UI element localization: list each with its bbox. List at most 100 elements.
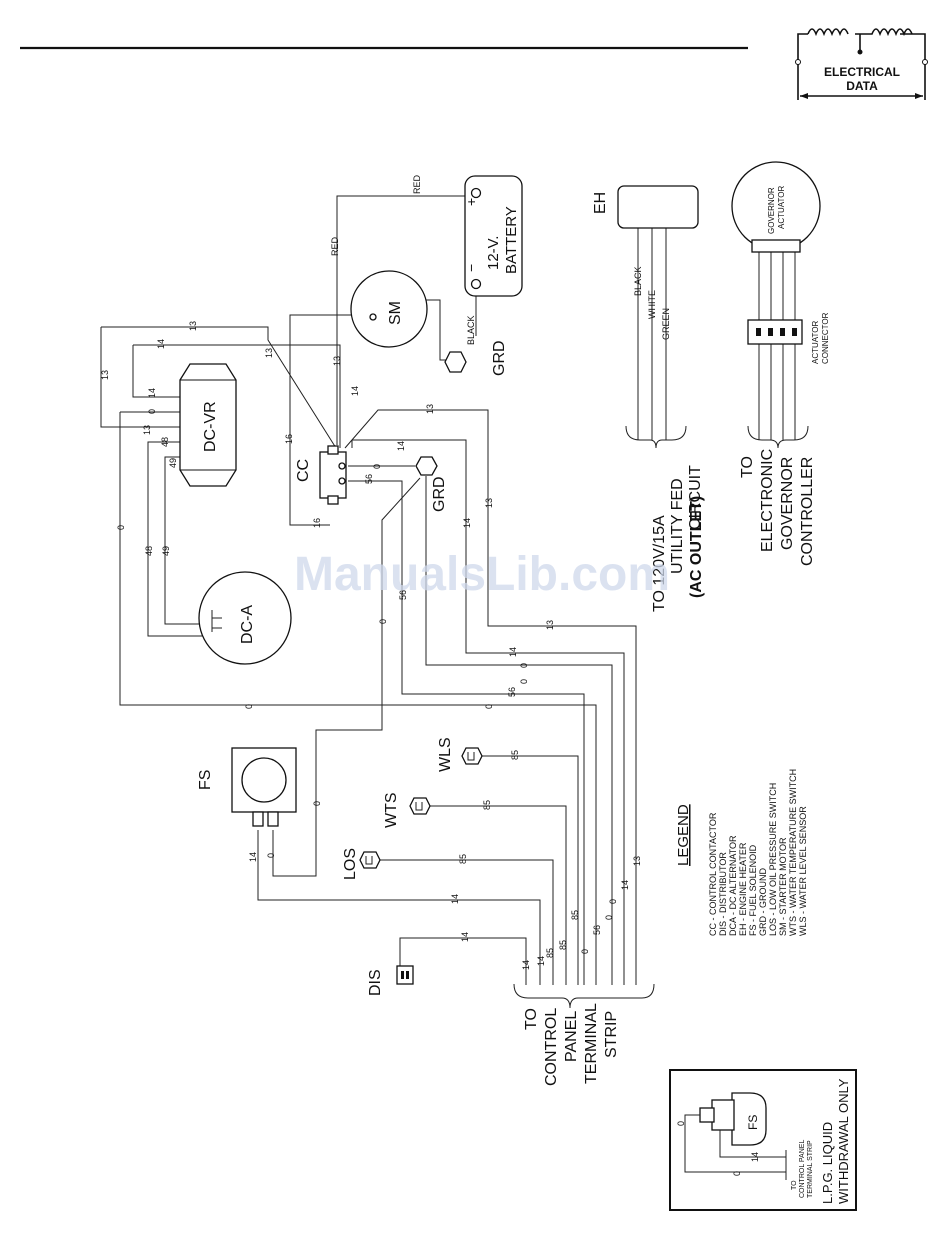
svg-text:0: 0 xyxy=(244,704,254,709)
legend-title: LEGEND xyxy=(675,804,692,866)
wires xyxy=(100,195,796,985)
legend-item-3: EH - ENGINE HEATER xyxy=(738,842,748,936)
svg-text:56: 56 xyxy=(364,474,374,484)
dis-label: DIS xyxy=(367,969,384,996)
svg-text:0: 0 xyxy=(312,801,322,806)
svg-text:14: 14 xyxy=(156,339,166,349)
svg-text:14: 14 xyxy=(147,388,157,398)
svg-text:85: 85 xyxy=(482,800,492,810)
terminal-dest-2: CONTROL xyxy=(543,1008,560,1086)
svg-text:BLACK: BLACK xyxy=(633,266,643,296)
battery-plus: + xyxy=(463,198,479,206)
legend-item-6: LOS - LOW OIL PRESSURE SWITCH xyxy=(768,783,778,936)
cc-grd-label: GRD xyxy=(431,476,448,512)
svg-text:16: 16 xyxy=(312,518,322,528)
svg-text:13: 13 xyxy=(264,348,274,358)
battery: + − 12-V. BATTERY xyxy=(463,175,523,297)
outlet-destination: TO 120V/15A UTILITY FED CIRCUIT (AC OUTL… xyxy=(651,465,705,612)
dc-vr-label: DC-VR xyxy=(202,401,219,452)
svg-text:14: 14 xyxy=(460,932,470,942)
outlet-line-3: CIRCUIT xyxy=(687,465,704,530)
svg-text:14: 14 xyxy=(521,960,531,970)
control-contactor: CC xyxy=(295,445,347,505)
svg-text:85: 85 xyxy=(570,910,580,920)
legend-item-7: SM - STARTER MOTOR xyxy=(778,837,788,936)
svg-text:0: 0 xyxy=(484,704,494,709)
svg-text:0: 0 xyxy=(378,619,388,624)
terminal-dest-4: TERMINAL xyxy=(583,1003,600,1084)
terminal-dest-5: STRIP xyxy=(603,1011,620,1058)
battery-grd-label: GRD xyxy=(491,340,508,376)
svg-text:GREEN: GREEN xyxy=(661,308,671,340)
governor-dest-4: CONTROLLER xyxy=(799,457,816,566)
svg-text:14: 14 xyxy=(462,518,472,528)
inset-to-2: CONTROL PANEL xyxy=(799,1140,806,1198)
svg-text:RED: RED xyxy=(330,236,340,256)
svg-text:0: 0 xyxy=(604,915,614,920)
lpg-inset: FS 0 0 14 TO CONTROL PANEL TERMINAL STRI… xyxy=(669,1069,857,1211)
actuator-connector-label-2: CONNECTOR xyxy=(821,312,830,364)
starter-motor: SM xyxy=(350,270,428,348)
svg-text:49: 49 xyxy=(161,546,171,556)
svg-text:13: 13 xyxy=(545,620,555,630)
badge-line2: DATA xyxy=(846,79,878,93)
dc-vr: DC-VR xyxy=(179,363,237,487)
svg-text:0: 0 xyxy=(116,525,126,530)
svg-text:14: 14 xyxy=(450,894,460,904)
svg-text:85: 85 xyxy=(510,750,520,760)
svg-text:48: 48 xyxy=(160,437,170,447)
actuator-connector-label-1: ACTUATOR xyxy=(811,321,820,364)
wire-numbers: RED RED BLACK 13 14 13 14 0 13 48 49 13 … xyxy=(100,174,671,970)
svg-text:RED: RED xyxy=(412,174,422,194)
svg-text:56: 56 xyxy=(398,590,408,600)
los-switch: LOS xyxy=(342,848,381,880)
battery-ground: GRD xyxy=(444,340,508,376)
terminal-dest-3: PANEL xyxy=(563,1011,580,1062)
svg-text:0: 0 xyxy=(147,409,157,414)
svg-text:85: 85 xyxy=(545,948,555,958)
inset-wire-0b: 0 xyxy=(732,1171,742,1176)
electrical-data-badge: ELECTRICAL DATA xyxy=(795,28,928,100)
svg-text:13: 13 xyxy=(142,425,152,435)
svg-text:0: 0 xyxy=(580,949,590,954)
governor-label-2: ACTUATOR xyxy=(777,186,786,229)
legend-item-1: DIS - DISTRIBUTOR xyxy=(718,852,728,936)
legend: LEGEND CC - CONTROL CONTACTOR DIS - DIST… xyxy=(675,769,808,936)
svg-text:0: 0 xyxy=(608,899,618,904)
actuator-connector: ACTUATOR CONNECTOR xyxy=(747,312,830,364)
svg-text:16: 16 xyxy=(284,434,294,444)
wls-label: WLS xyxy=(437,737,454,772)
destination-braces xyxy=(513,425,809,1009)
svg-text:13: 13 xyxy=(632,856,642,866)
svg-text:WHITE: WHITE xyxy=(647,290,657,319)
svg-text:49: 49 xyxy=(168,458,178,468)
legend-item-2: DCA - DC ALTERNATOR xyxy=(728,835,738,936)
svg-text:56: 56 xyxy=(592,925,602,935)
wts-label: WTS xyxy=(383,792,400,828)
inset-note-1: L.P.G. LIQUID xyxy=(820,1122,835,1204)
eh-label: EH xyxy=(592,192,609,214)
governor-dest-3: GOVERNOR xyxy=(779,457,796,550)
svg-text:0: 0 xyxy=(266,853,276,858)
svg-text:56: 56 xyxy=(507,687,517,697)
watermark: ManualsLib.com xyxy=(294,548,670,601)
dc-a-label: DC-A xyxy=(239,605,256,644)
svg-text:85: 85 xyxy=(458,854,468,864)
governor-destination: TO ELECTRONIC GOVERNOR CONTROLLER xyxy=(739,449,816,566)
legend-item-4: FS - FUEL SOLENOID xyxy=(748,844,758,936)
svg-text:0: 0 xyxy=(519,679,529,684)
inset-wire-14: 14 xyxy=(750,1152,760,1162)
badge-line1: ELECTRICAL xyxy=(824,65,900,79)
cc-ground: GRD xyxy=(415,456,448,512)
terminal-dest-1: TO xyxy=(523,1008,540,1030)
los-label: LOS xyxy=(342,848,359,880)
terminal-destination: TO CONTROL PANEL TERMINAL STRIP xyxy=(523,1003,620,1086)
svg-text:14: 14 xyxy=(350,386,360,396)
svg-text:13: 13 xyxy=(484,498,494,508)
battery-label-1: 12-V. xyxy=(485,236,502,270)
fs-label: FS xyxy=(197,770,214,790)
wts-sensor: WTS xyxy=(383,792,431,828)
svg-text:85: 85 xyxy=(558,940,568,950)
legend-item-0: CC - CONTROL CONTACTOR xyxy=(708,812,718,936)
inset-wire-0: 0 xyxy=(676,1121,686,1126)
